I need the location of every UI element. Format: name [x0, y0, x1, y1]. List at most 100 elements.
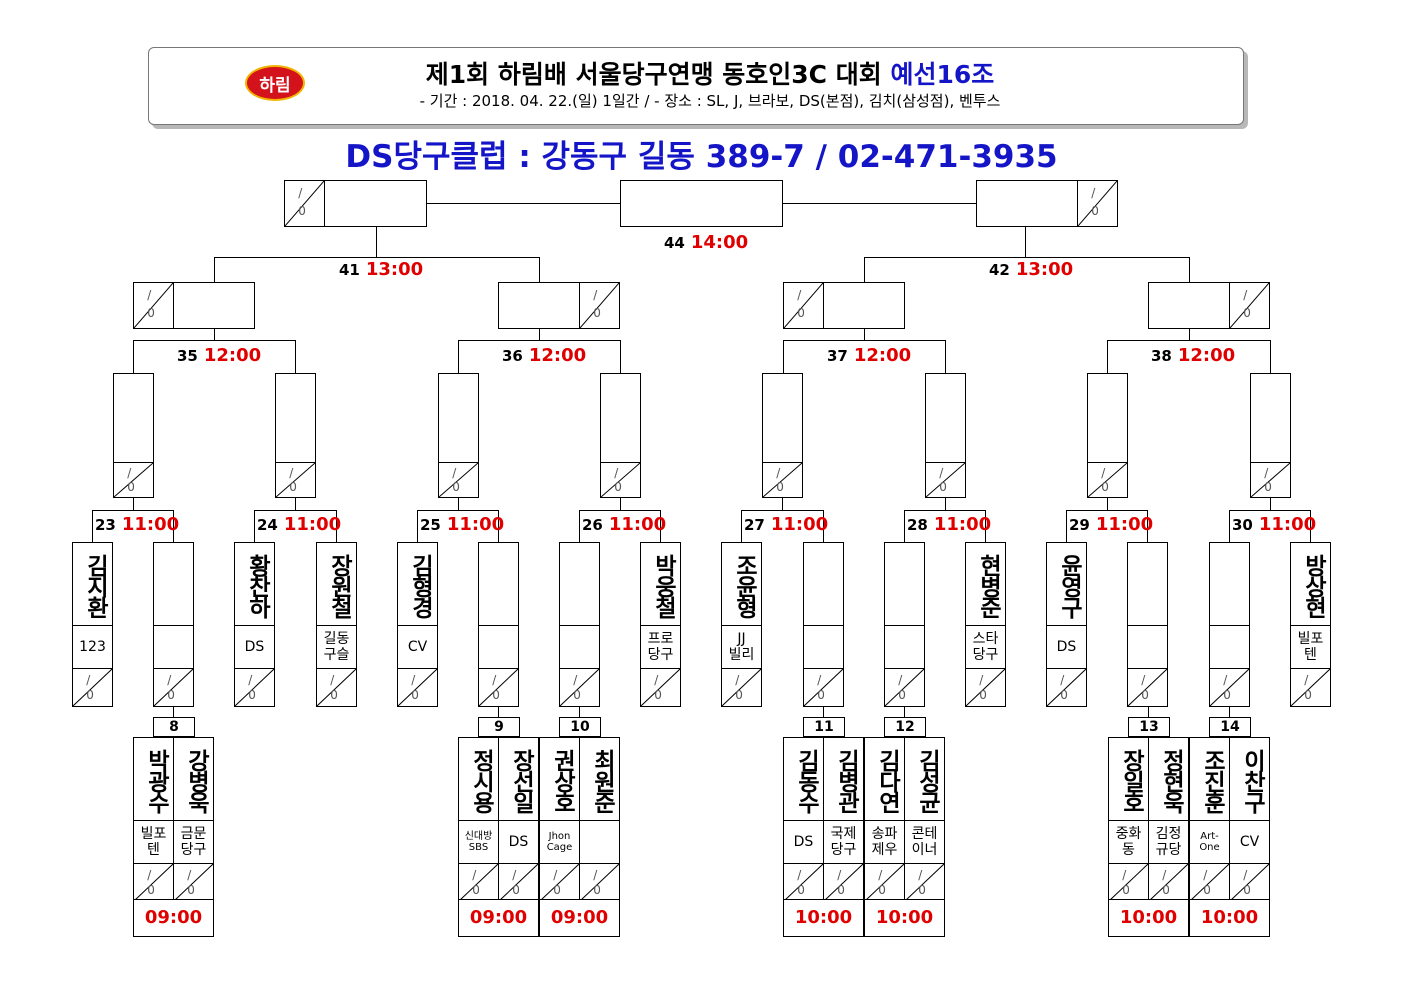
- player-name: 김병관: [823, 737, 864, 821]
- score-value: 0: [86, 687, 94, 702]
- player-name: 김형경: [397, 542, 438, 626]
- player-name: 현병준: [965, 542, 1006, 626]
- score-value: 0: [1223, 687, 1231, 702]
- player-column: [803, 542, 844, 707]
- score-value: 0: [167, 687, 175, 702]
- bracket-line: [1147, 510, 1148, 542]
- score-value: 0: [187, 882, 195, 897]
- bracket-line: [295, 498, 296, 510]
- score-cell: /0: [113, 462, 154, 498]
- score-slash: /: [1203, 867, 1208, 882]
- final-box: [620, 180, 783, 227]
- harim-logo: 하림: [245, 65, 305, 101]
- player-name: 장일호: [1108, 737, 1149, 821]
- bracket-line: [783, 203, 976, 204]
- bracket-line: [417, 510, 418, 542]
- score-cell: /0: [864, 863, 905, 902]
- score-cell: /0: [1229, 863, 1270, 902]
- player-name: 김동수: [783, 737, 824, 821]
- bracket-line: [904, 510, 905, 542]
- player-name: [803, 542, 844, 626]
- bracket-line: [539, 257, 540, 282]
- score-slash: /: [817, 672, 822, 687]
- match-time: 13:00: [365, 259, 424, 280]
- score-slash: /: [289, 466, 294, 481]
- player-club: [559, 625, 600, 669]
- score-slash: /: [452, 466, 457, 481]
- score-cell: /0: [559, 668, 600, 707]
- bracket-line: [783, 340, 784, 373]
- player-club: CV: [1229, 820, 1270, 864]
- bracket-line: [579, 707, 580, 718]
- score-value: 0: [1203, 882, 1211, 897]
- bracket-line: [864, 257, 1189, 258]
- score-slash: /: [187, 867, 192, 882]
- match-time: 11:00: [121, 514, 180, 535]
- bracket-line: [945, 498, 946, 510]
- match-number: 36: [502, 347, 523, 365]
- score-slash: /: [1243, 867, 1248, 882]
- bracket-line: [173, 510, 174, 542]
- score-cell: /0: [397, 668, 438, 707]
- score-value: 0: [452, 480, 460, 494]
- score-value: 0: [298, 203, 306, 218]
- score-value: 0: [147, 305, 155, 320]
- player-club: [884, 625, 925, 669]
- score-value: 0: [1060, 687, 1068, 702]
- match-number: 41: [339, 261, 360, 279]
- score-cell: /0: [579, 863, 620, 902]
- prelim-match-number: 8: [153, 717, 195, 737]
- bracket-line: [427, 203, 620, 204]
- score-cell: /0: [762, 462, 803, 498]
- match-time: 11:00: [283, 514, 342, 535]
- score-slash: /: [654, 672, 659, 687]
- page-title: 제1회 하림배 서울당구연맹 동호인3C 대회 예선16조: [310, 55, 1110, 91]
- score-value: 0: [614, 480, 622, 494]
- player-name: 박광수: [133, 737, 174, 821]
- score-value: 0: [1162, 882, 1170, 897]
- player-name: 장원철: [316, 542, 357, 626]
- bracket-line: [864, 329, 865, 340]
- match-number: 42: [989, 261, 1010, 279]
- bracket-line: [1229, 510, 1310, 511]
- score-value: 0: [1264, 480, 1272, 494]
- match-label: 41 13:00: [339, 259, 423, 280]
- bracket-line: [904, 510, 985, 511]
- score-value: 0: [573, 687, 581, 702]
- score-value: 0: [1101, 480, 1109, 494]
- bracket-line: [823, 707, 824, 718]
- score-value: 0: [797, 882, 805, 897]
- score-slash: /: [979, 672, 984, 687]
- player-club: DS: [1046, 625, 1087, 669]
- player-name: 이찬구: [1229, 737, 1270, 821]
- match-time: 11:00: [770, 514, 829, 535]
- page-subtitle: - 기간 : 2018. 04. 22.(일) 1일간 / - 장소 : SL,…: [419, 92, 1001, 110]
- bracket-line: [741, 510, 742, 542]
- match-number: 26: [582, 516, 603, 534]
- prelim-match-number: 13: [1128, 717, 1170, 737]
- prelim-match-number: 10: [559, 717, 601, 737]
- player-name: 방상현: [1290, 542, 1331, 626]
- bracket-line: [823, 510, 824, 542]
- score-slash: /: [1304, 672, 1309, 687]
- score-slash: /: [573, 672, 578, 687]
- score-value: 0: [1243, 882, 1251, 897]
- bracket-line: [1310, 510, 1311, 542]
- player-club: [1209, 625, 1250, 669]
- player-column: 최원준: [579, 737, 620, 902]
- bracket-line: [254, 510, 255, 542]
